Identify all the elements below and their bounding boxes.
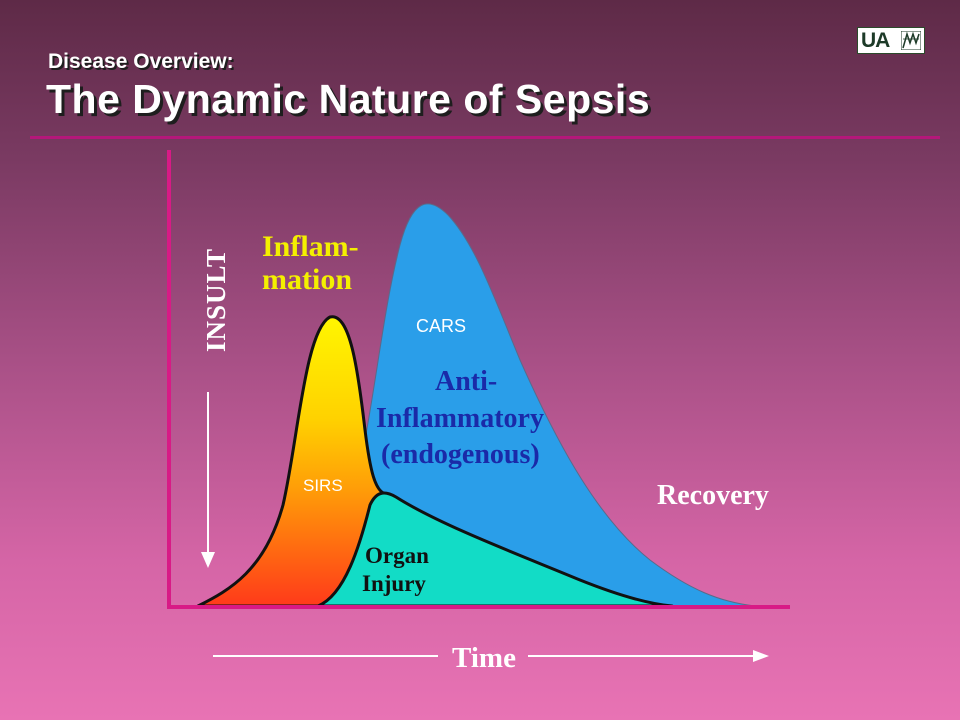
organ-injury-line1: Organ bbox=[365, 543, 429, 568]
anti-inflammatory-line1: Anti- bbox=[435, 366, 497, 397]
x-axis-label: Time bbox=[452, 642, 516, 674]
insult-arrow-head-icon bbox=[201, 552, 215, 568]
anti-inflammatory-line2: Inflammatory bbox=[376, 403, 544, 434]
recovery-label: Recovery bbox=[657, 480, 769, 511]
y-axis-label: INSULT bbox=[201, 248, 231, 352]
organ-injury-curve bbox=[316, 491, 674, 608]
logo-emblem-icon bbox=[901, 31, 921, 50]
ua-logo: UA bbox=[857, 27, 925, 54]
cars-label: CARS bbox=[416, 316, 466, 336]
logo-text: UA bbox=[861, 29, 890, 52]
time-arrow-head-icon bbox=[753, 650, 769, 662]
anti-inflammatory-line3: (endogenous) bbox=[381, 439, 540, 470]
title-divider bbox=[30, 136, 940, 139]
slide-subtitle: Disease Overview: bbox=[48, 50, 234, 73]
slide-title: The Dynamic Nature of Sepsis bbox=[46, 76, 651, 122]
organ-injury-line2: Injury bbox=[362, 571, 426, 596]
sirs-label: SIRS bbox=[303, 476, 343, 495]
inflammation-label-line1: Inflam- bbox=[262, 230, 359, 263]
inflammation-label-line2: mation bbox=[262, 263, 352, 296]
